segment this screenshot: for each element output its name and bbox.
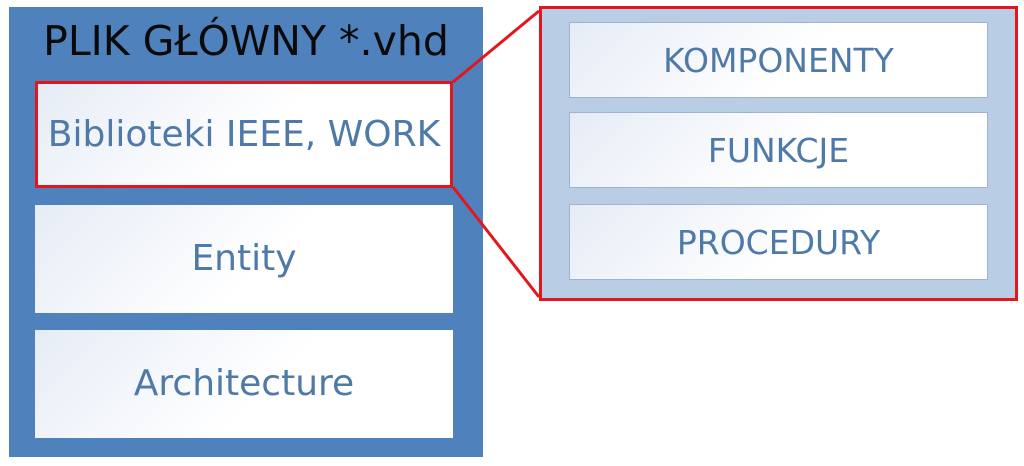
- main-file-title: PLIK GŁÓWNY *.vhd: [43, 17, 449, 65]
- libraries-block: Biblioteki IEEE, WORK: [35, 81, 453, 188]
- entity-block: Entity: [35, 205, 453, 313]
- components-block: KOMPONENTY: [569, 22, 988, 98]
- functions-block: FUNKCJE: [569, 112, 988, 188]
- architecture-block: Architecture: [35, 330, 453, 438]
- procedures-block: PROCEDURY: [569, 204, 988, 280]
